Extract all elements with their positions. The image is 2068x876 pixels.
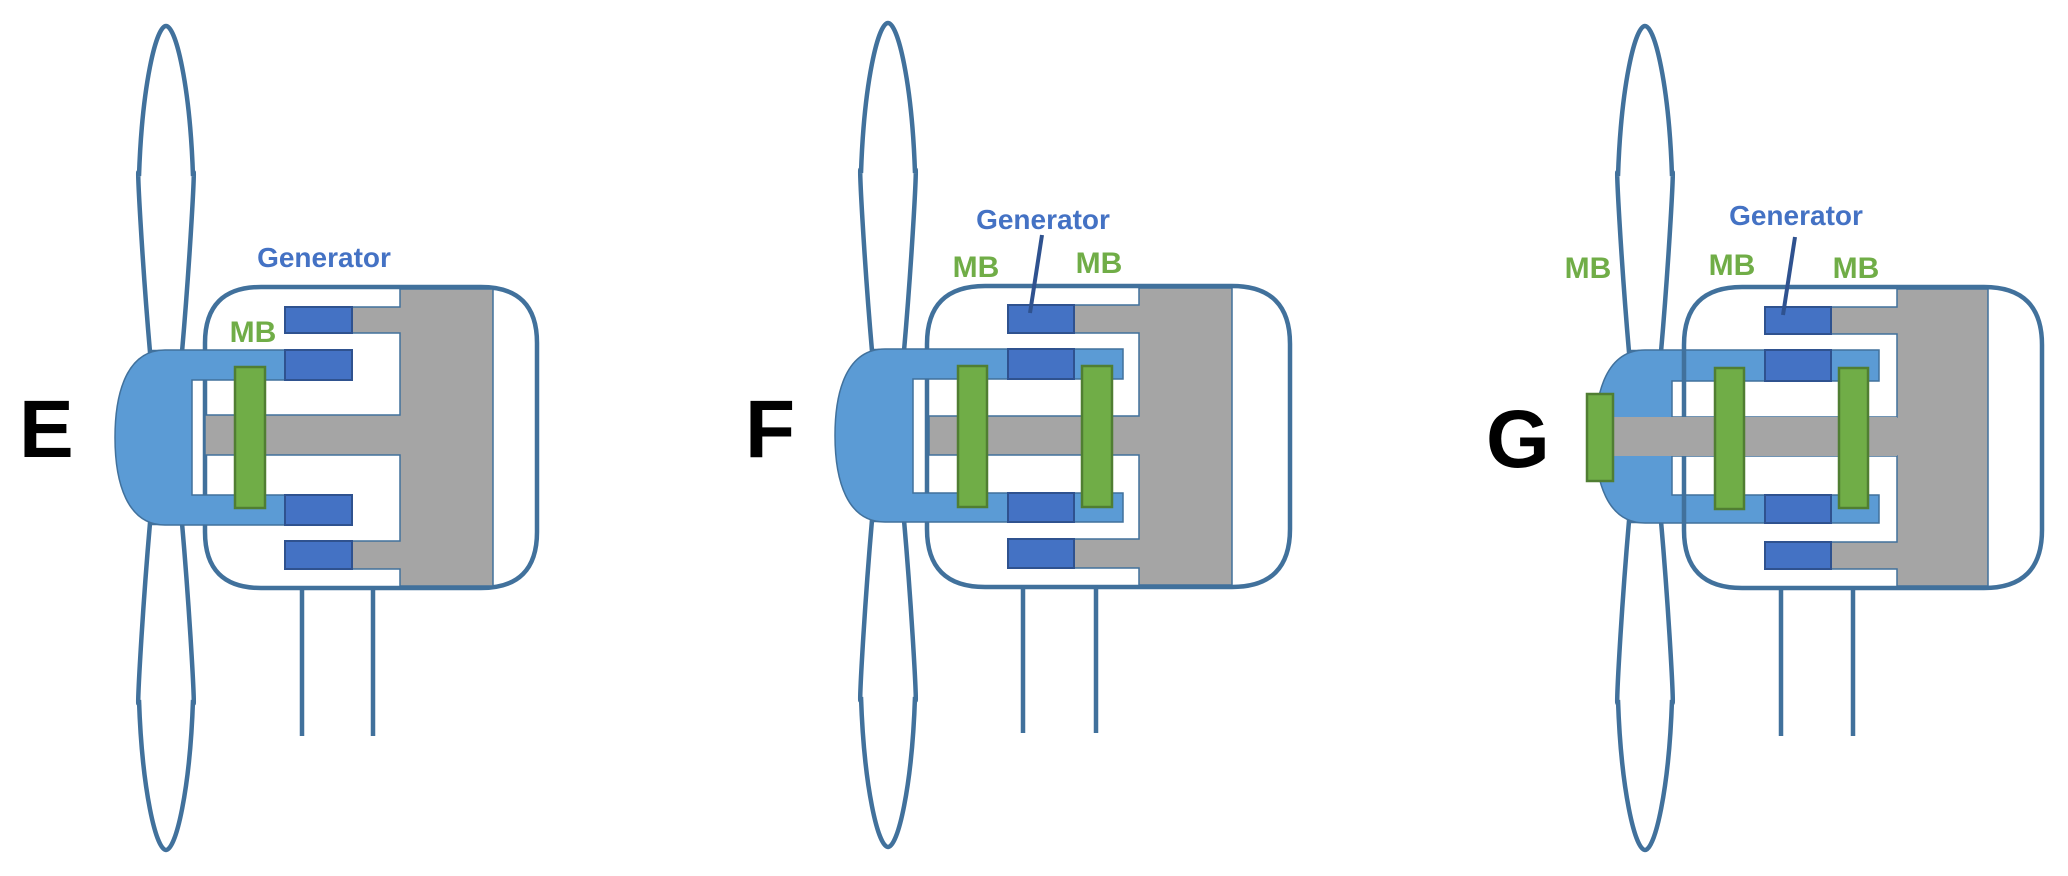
blade-upper-g xyxy=(1614,23,1676,355)
mb-label-e-1: MB xyxy=(230,316,277,349)
generator-rotor-top-f xyxy=(1007,348,1075,380)
generator-stator-bottom-f xyxy=(1007,538,1075,569)
blade-lower-e xyxy=(135,520,197,853)
panel-e-shapes xyxy=(114,23,540,853)
mb-label-g-3: MB xyxy=(1833,252,1880,285)
blade-lower-g xyxy=(1614,518,1676,853)
generator-label-g: Generator xyxy=(1729,200,1863,231)
mb-label-g-2: MB xyxy=(1709,249,1756,282)
main-bearing-g-1 xyxy=(1585,392,1615,483)
generator-stator-top-f xyxy=(1007,304,1075,334)
panel-g-shapes xyxy=(1585,23,2045,853)
panel-letter-f: F xyxy=(745,384,795,475)
generator-label-f: Generator xyxy=(976,204,1110,235)
generator-stator-top-e xyxy=(284,306,353,334)
main-bearing-g-3 xyxy=(1837,366,1870,510)
blade-lower-f xyxy=(857,517,919,850)
mb-label-g-1: MB xyxy=(1565,252,1612,285)
panel-letter-e: E xyxy=(19,384,74,475)
blade-upper-f xyxy=(857,20,919,354)
generator-label-e: Generator xyxy=(257,242,391,273)
main-bearing-f-1 xyxy=(956,364,989,509)
panel-f: F Generator MB MB xyxy=(745,20,1293,850)
mb-label-f-1: MB xyxy=(953,251,1000,284)
panel-letter-g: G xyxy=(1486,394,1550,485)
generator-leader-line-f xyxy=(1028,234,1044,314)
mb-label-f-2: MB xyxy=(1076,247,1123,280)
main-bearing-f-2 xyxy=(1080,364,1114,509)
blade-upper-e xyxy=(135,23,197,355)
generator-leader-line-g xyxy=(1781,236,1797,316)
generator-rotor-bottom-f xyxy=(1007,492,1075,523)
rotor-hub-e xyxy=(114,349,286,526)
generator-rotor-top-g xyxy=(1764,349,1832,382)
main-bearing-g-2 xyxy=(1713,366,1746,511)
rotor-hub-f xyxy=(834,348,1124,523)
generator-stator-bottom-g xyxy=(1764,541,1832,570)
generator-stator-top-g xyxy=(1764,306,1832,335)
main-bearing-e-1 xyxy=(233,365,267,510)
panel-g: G Generator MB MB MB xyxy=(1486,23,2045,853)
nacelle-housing-outline-g xyxy=(1681,284,2045,591)
generator-rotor-top-e xyxy=(284,349,353,381)
generator-stator-bottom-e xyxy=(284,540,353,570)
panel-f-shapes xyxy=(834,20,1293,850)
generator-rotor-bottom-e xyxy=(284,494,353,526)
generator-rotor-bottom-g xyxy=(1764,494,1832,524)
panel-e: E Generator MB xyxy=(19,23,540,853)
